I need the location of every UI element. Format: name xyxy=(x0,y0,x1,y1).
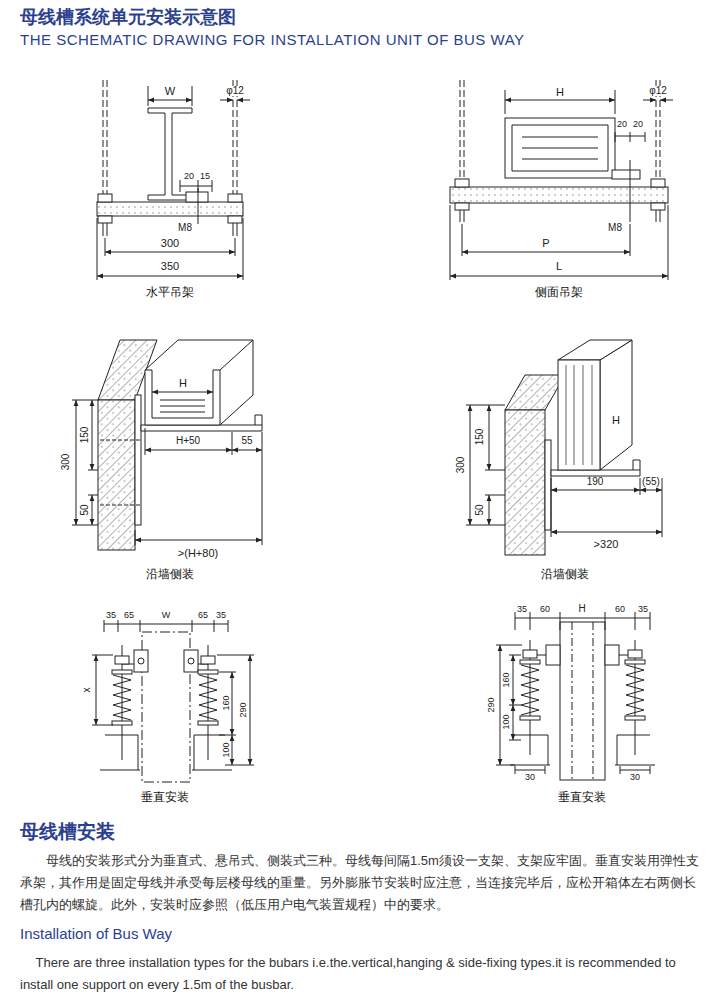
dimension-label: 190 xyxy=(586,477,605,487)
dimension-label: 300 xyxy=(456,456,466,475)
dimension-label: H xyxy=(178,378,188,389)
wall-mount-right xyxy=(466,340,662,555)
dimension-label: 150 xyxy=(80,426,90,445)
vertical-mount-right xyxy=(496,612,655,780)
figure-caption: 垂直安装 xyxy=(556,791,608,803)
dimension-label: H xyxy=(555,87,565,98)
dimension-label: 300 xyxy=(61,453,71,472)
dimension-label: 50 xyxy=(80,503,90,516)
section-heading: 母线槽安装 xyxy=(20,822,115,841)
dimension-label: L xyxy=(555,261,563,272)
dimension-label: M8 xyxy=(177,223,193,233)
dimension-label: W xyxy=(161,611,172,620)
dimension-label: 290 xyxy=(487,696,496,713)
horizontal-hanger xyxy=(97,80,250,280)
dimension-label: x xyxy=(82,687,92,694)
dimension-label: 60 xyxy=(539,605,551,614)
dimension-label: H xyxy=(577,604,586,614)
dimension-label: >(H+80) xyxy=(177,548,219,559)
dimension-label: 160 xyxy=(222,694,231,711)
dimension-label: 35 xyxy=(215,611,227,620)
dimension-label: 15 xyxy=(199,172,211,181)
dimension-label: 290 xyxy=(239,701,248,718)
dimension-label: (55) xyxy=(641,477,661,487)
dimension-label: >320 xyxy=(593,539,620,550)
dimension-label: 60 xyxy=(614,605,626,614)
dimension-label: 150 xyxy=(475,428,485,447)
dimension-label: H+50 xyxy=(175,436,201,446)
figure-caption: 侧面吊架 xyxy=(533,286,585,298)
dimension-label: 100 xyxy=(502,713,511,730)
dimension-label: 20 xyxy=(183,172,195,181)
dimension-label: 35 xyxy=(105,611,117,620)
dimension-label: 20 xyxy=(632,120,644,129)
dimension-label: 300 xyxy=(160,238,180,249)
dimension-label: 160 xyxy=(502,671,511,688)
dimension-label: 350 xyxy=(160,261,180,272)
dimension-label: 30 xyxy=(629,773,641,782)
dimension-label: 30 xyxy=(524,773,536,782)
dimension-label: 65 xyxy=(123,611,135,620)
dimension-label: P xyxy=(541,238,550,249)
subtitle: THE SCHEMATIC DRAWING FOR INSTALLATION U… xyxy=(20,32,525,47)
dimension-label: 35 xyxy=(516,605,528,614)
dimension-label: 20 xyxy=(616,120,628,129)
dimension-label: M8 xyxy=(607,223,623,233)
dimension-label: φ12 xyxy=(225,86,245,96)
dimension-label: φ12 xyxy=(648,86,668,96)
figure-caption: 水平吊架 xyxy=(144,286,196,298)
figure-caption: 沿墙侧装 xyxy=(539,568,591,580)
dimension-label: 35 xyxy=(637,605,649,614)
dimension-label: H xyxy=(611,415,621,426)
figure-caption: 沿墙侧装 xyxy=(144,568,196,580)
dimension-label: 55 xyxy=(240,436,253,446)
section-heading: Installation of Bus Way xyxy=(20,926,172,941)
dimension-label: W xyxy=(164,86,176,97)
figure-caption: 垂直安装 xyxy=(139,791,191,803)
side-hanger xyxy=(450,80,673,280)
wall-mount-left xyxy=(72,340,262,550)
dimension-label: 50 xyxy=(475,503,485,516)
dimension-label: 100 xyxy=(222,741,231,758)
page-title: 母线槽系统单元安装示意图 xyxy=(20,8,236,26)
dimension-label: 65 xyxy=(197,611,209,620)
body-text: There are three installation types for t… xyxy=(20,952,700,996)
vertical-mount-left xyxy=(92,620,254,782)
body-text: 母线的安装形式分为垂直式、悬吊式、侧装式三种。母线每间隔1.5m须设一支架、支架… xyxy=(20,850,700,916)
